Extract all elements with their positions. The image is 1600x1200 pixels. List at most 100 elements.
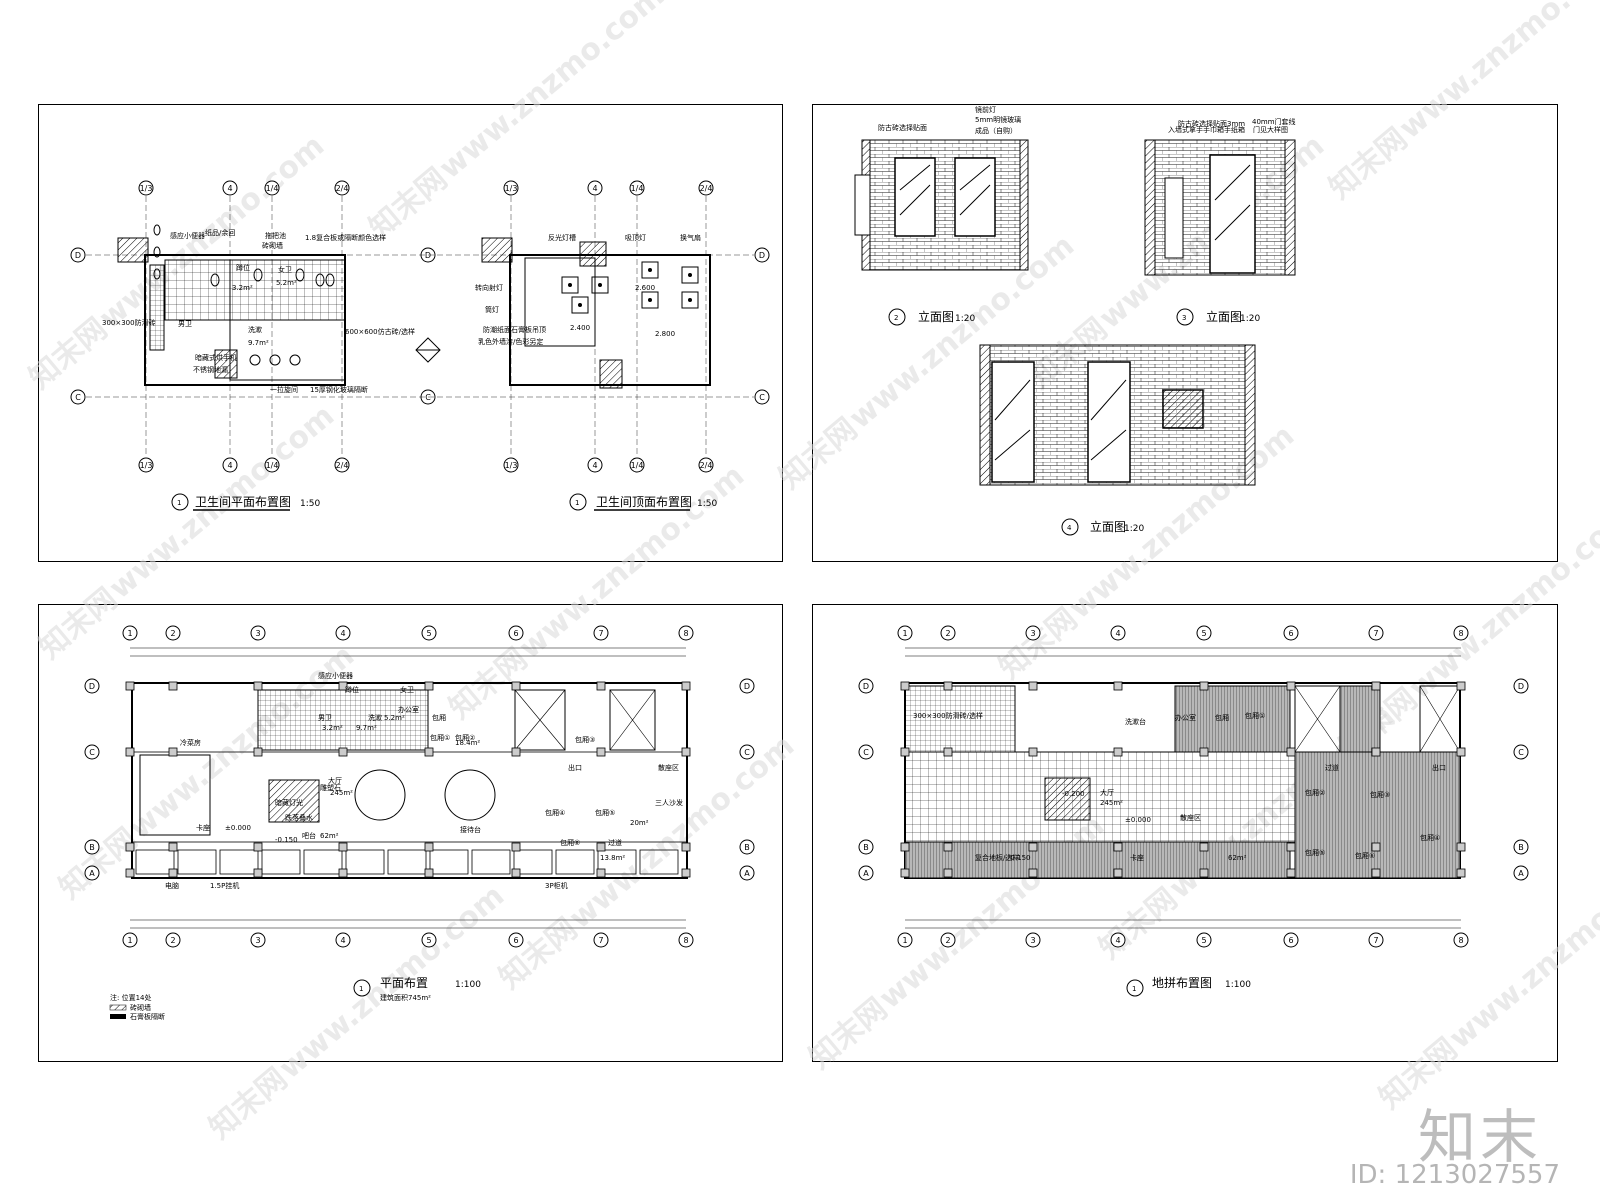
drawing-label: 男卫	[318, 714, 332, 722]
svg-text:8: 8	[683, 936, 688, 945]
svg-text:1: 1	[359, 985, 363, 993]
drawing-label: 蹲位	[345, 685, 359, 694]
axis-bubble: D	[739, 678, 755, 694]
drawing-label: 防古砖选择贴面	[878, 123, 927, 132]
svg-text:1/3: 1/3	[140, 461, 153, 470]
drawing-label: 入墙式拿手手巾箱手纸箱	[1168, 125, 1245, 134]
drawing-label: -0.150	[1008, 854, 1031, 862]
drawing-label: 复合地板/选样	[975, 853, 1019, 862]
drawing-label: 暗藏灯光	[275, 798, 303, 807]
watermark-text-cn: 知末网	[773, 411, 864, 496]
watermark-text: www.znzmo.com	[433, 0, 671, 186]
drawing-label: 吧台	[302, 831, 316, 840]
column-hatch	[599, 359, 623, 389]
svg-text:7: 7	[1373, 629, 1378, 638]
svg-text:8: 8	[683, 629, 688, 638]
drawing-label: 女卫	[278, 265, 292, 274]
drawing-label: 大厅	[1100, 788, 1114, 797]
axis-bubble: 1/4	[264, 457, 280, 473]
svg-text:2: 2	[945, 629, 950, 638]
axis-bubble: B	[84, 839, 100, 855]
axis-bubble: B	[1513, 839, 1529, 855]
axis-bubble: C	[858, 744, 874, 760]
axis-bubble: C	[739, 744, 755, 760]
axis-bubble: C	[70, 389, 86, 405]
svg-text:D: D	[863, 682, 869, 691]
axis-bubble: C	[84, 744, 100, 760]
drawing-label: 镜前灯	[975, 105, 996, 114]
axis-bubble: 4	[222, 180, 238, 196]
elevation-2-wall	[869, 139, 1021, 271]
svg-text:D: D	[1518, 682, 1524, 691]
drawing-label: 办公室	[398, 705, 419, 714]
axis-bubble: 2	[165, 932, 181, 948]
toilet-fixtures	[153, 224, 335, 366]
svg-text:C: C	[89, 748, 95, 757]
svg-text:5: 5	[1201, 629, 1206, 638]
drawing-label: 大厅	[328, 776, 342, 785]
axis-bubble: D	[1513, 678, 1529, 694]
drawing-label: 包厢⑤	[1305, 848, 1325, 857]
image-id: ID: 1213027557	[1349, 1160, 1560, 1190]
axis-bubble: 2/4	[698, 457, 714, 473]
svg-text:立面图: 立面图	[1206, 309, 1242, 324]
sheet-floor-plan	[38, 604, 783, 1062]
watermark-text-cn: 知末网	[23, 311, 114, 396]
booth-row	[135, 849, 679, 875]
drawing-label: 办公室	[1175, 713, 1196, 722]
watermark-text-cn: 知末网	[203, 1061, 294, 1146]
axis-bubble: 2	[165, 625, 181, 641]
axis-bubble: A	[1513, 865, 1529, 881]
svg-text:C: C	[744, 748, 750, 757]
drawing-label: 2.800	[655, 330, 675, 338]
svg-text:B: B	[1518, 843, 1524, 852]
svg-text:1/4: 1/4	[631, 461, 644, 470]
svg-text:1/3: 1/3	[505, 184, 518, 193]
svg-text:A: A	[744, 869, 750, 878]
drawing-label: 成品（自购）	[975, 126, 1017, 135]
svg-text:卫生间顶面布置图: 卫生间顶面布置图	[596, 495, 692, 509]
svg-text:1:20: 1:20	[1124, 524, 1144, 534]
svg-text:1/4: 1/4	[266, 461, 279, 470]
section-symbol	[415, 337, 441, 363]
drawing-label: 包厢①	[430, 733, 450, 742]
drawing-label: 包厢①	[1245, 711, 1265, 720]
axis-bubble: 4	[222, 457, 238, 473]
toilet-female-floor	[229, 259, 346, 321]
svg-text:6: 6	[1288, 629, 1293, 638]
axis-bubble: 6	[508, 932, 524, 948]
svg-text:1: 1	[902, 936, 907, 945]
drawing-label: 女卫	[400, 685, 414, 694]
svg-text:C: C	[425, 393, 431, 402]
svg-text:4: 4	[592, 184, 597, 193]
svg-text:8: 8	[1458, 936, 1463, 945]
axis-bubble: 2	[940, 932, 956, 948]
drawing-label: 男卫	[178, 320, 192, 328]
drawing-label: 300×300防滑砖	[102, 318, 156, 327]
svg-text:D: D	[744, 682, 750, 691]
drawing-label: 245m²	[330, 789, 353, 797]
drawing-label: 雕塑石	[320, 783, 341, 792]
drawing-label: 包厢⑥	[1355, 851, 1375, 860]
axis-bubble: A	[858, 865, 874, 881]
drawing-label: 砖砌墙	[262, 241, 283, 250]
drawing-label: 冷菜房	[180, 738, 201, 747]
drawing-label: 15厚钢化玻璃隔断	[310, 385, 368, 394]
drawing-label: 300×300防滑砖/选样	[913, 711, 983, 720]
drawing-label: 蹲位	[236, 263, 250, 272]
drawing-label: 9.7m²	[356, 724, 377, 732]
axis-bubble: A	[84, 865, 100, 881]
axis-bubble: 3	[1025, 625, 1041, 641]
door	[991, 361, 1035, 483]
drawing-label: 出口	[1432, 763, 1446, 772]
drawing-label: 245m²	[1100, 799, 1123, 807]
axis-bubble: 8	[678, 625, 694, 641]
drawing-label: 纸品/余回	[205, 228, 235, 237]
drawing-label: 防古砖选择贴面3mm	[1178, 119, 1245, 128]
floor-tile-drawing	[900, 681, 1466, 879]
svg-text:5: 5	[426, 629, 431, 638]
svg-text:1: 1	[127, 629, 132, 638]
axis-bubble: 7	[1368, 932, 1384, 948]
drawing-label: 600×600仿古砖/选样	[345, 327, 415, 336]
watermark-text: www.znzmo.com	[1393, 0, 1600, 146]
